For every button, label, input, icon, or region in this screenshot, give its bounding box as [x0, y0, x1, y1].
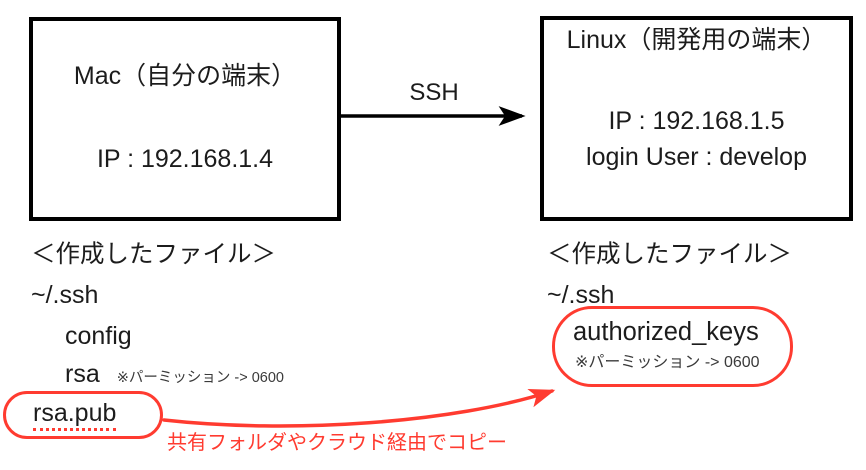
linux-ssh-dir: ~/.ssh: [547, 281, 615, 309]
copy-annotation-label: 共有フォルダやクラウド経由でコピー: [167, 432, 507, 454]
rsa-pub-highlight-circle: [3, 391, 163, 439]
mac-file-rsa-pub: rsa.pub: [33, 399, 117, 431]
linux-node-ip: IP : 192.168.1.5: [608, 107, 785, 135]
linux-node-login: login User : develop: [586, 143, 807, 171]
mac-file-rsa-row: rsa ※パーミッション -> 0600: [65, 360, 284, 389]
linux-node-title: Linux（開発用の端末）: [566, 26, 827, 54]
copy-arrow: [162, 388, 556, 428]
mac-node-box: [29, 17, 341, 221]
mac-node-title: Mac（自分の端末）: [73, 62, 297, 90]
linux-file-authorized-keys: authorized_keys: [573, 318, 759, 346]
mac-ssh-dir: ~/.ssh: [31, 281, 99, 309]
authorized-keys-highlight-circle: [552, 306, 793, 387]
mac-node-ip: IP : 192.168.1.4: [96, 145, 274, 173]
ssh-connection-label: SSH: [409, 79, 459, 106]
mac-file-rsa-pub-wrap: rsa.pub: [33, 399, 117, 431]
linux-node-box: [540, 16, 853, 221]
mac-file-rsa: rsa: [65, 360, 100, 388]
mac-file-config: config: [65, 322, 132, 350]
linux-files-heading: ＜作成したファイル＞: [547, 241, 792, 268]
authorized-keys-permission-note: ※パーミッション -> 0600: [575, 354, 760, 371]
mac-rsa-permission-note: ※パーミッション -> 0600: [116, 370, 284, 386]
mac-files-heading: ＜作成したファイル＞: [31, 241, 276, 268]
